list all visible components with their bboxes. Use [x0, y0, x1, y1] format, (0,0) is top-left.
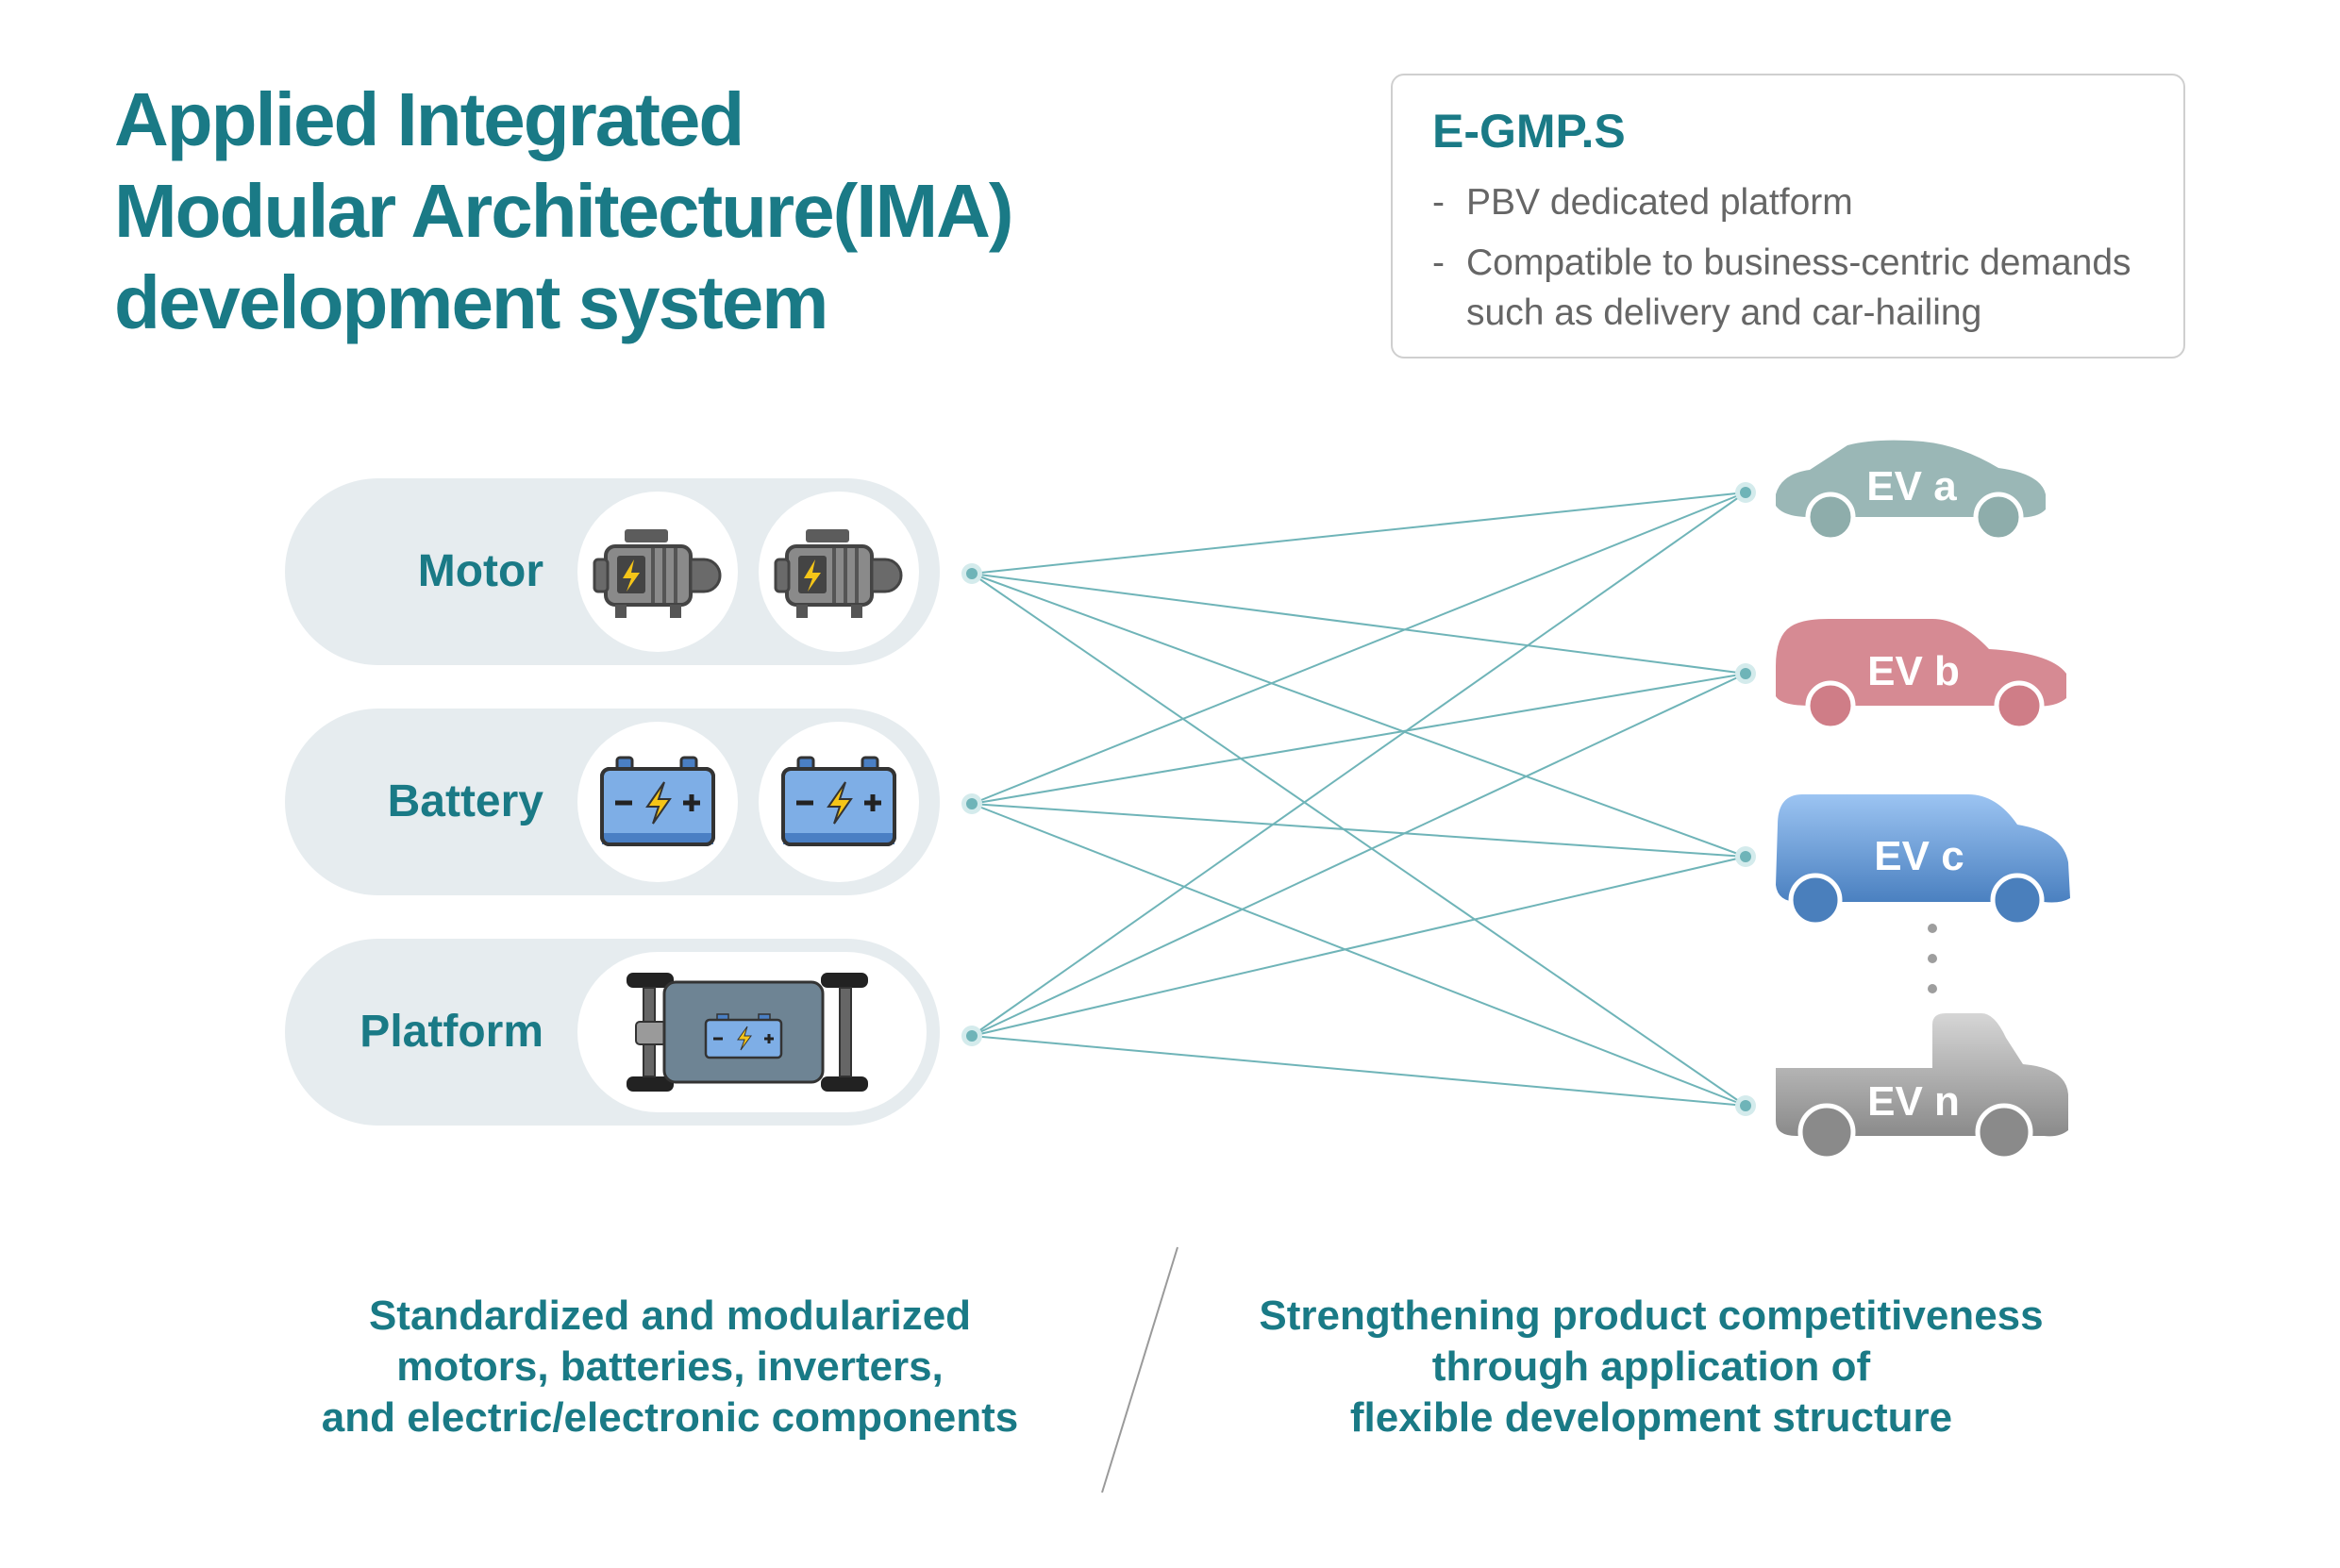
caption-line: flexible development structure: [1349, 1394, 1953, 1441]
title-line: development system: [114, 260, 828, 344]
connection-line: [971, 573, 1747, 858]
caption-line: through application of: [1431, 1343, 1871, 1390]
motor-icon: [759, 492, 919, 652]
caption-line: and electric/electronic components: [321, 1394, 1019, 1441]
connection-line: [971, 803, 1747, 858]
vehicle-node: [1740, 1100, 1751, 1111]
vehicle-label: EV a: [1866, 463, 1957, 509]
module-label: Motor: [417, 546, 543, 596]
caption-vehicles: Strengthening product competitiveness th…: [1227, 1291, 2076, 1443]
caption-modules: Standardized and modularized motors, bat…: [245, 1291, 1095, 1443]
battery-icon: [759, 722, 919, 882]
info-item-text: PBV dedicated platform: [1466, 182, 1853, 223]
bullet-dash: -: [1432, 182, 1445, 223]
platform-info-box: E-GMP.S -PBV dedicated platform -Compati…: [1391, 74, 2185, 359]
sedan-car-icon: EV a: [1776, 440, 2046, 542]
connection-line: [971, 492, 1747, 1037]
connection-line: [971, 492, 1747, 575]
module-pill-platform: Platform: [285, 939, 940, 1126]
info-item: -PBV dedicated platform: [1432, 177, 1853, 227]
caption-line: Standardized and modularized: [368, 1293, 972, 1339]
motor-icon: [577, 492, 738, 652]
vehicle-label: EV b: [1867, 648, 1960, 694]
connection-line: [971, 856, 1747, 1037]
more-vehicles-ellipsis: [1928, 924, 1937, 993]
chassis-platform-icon: [577, 952, 927, 1112]
connection-line: [971, 803, 1747, 1107]
battery-icon: [577, 722, 738, 882]
connection-line: [971, 1035, 1747, 1107]
vehicle-label: EV n: [1867, 1078, 1960, 1125]
vehicle-ev-n: EV n: [1772, 1009, 2074, 1169]
info-item-text: Compatible to business-centric demands: [1466, 242, 2131, 283]
module-label: Platform: [359, 1007, 543, 1057]
vehicle-node: [1740, 668, 1751, 679]
module-node: [966, 798, 978, 809]
connection-line: [971, 573, 1747, 1107]
module-pill-motor: Motor: [285, 478, 940, 665]
vehicle-ev-b: EV b: [1772, 611, 2072, 741]
info-item: -Compatible to business-centric demands s…: [1432, 238, 2131, 338]
info-heading: E-GMP.S: [1432, 105, 1626, 158]
vehicle-ev-c: EV c: [1770, 787, 2081, 933]
module-label: Battery: [387, 776, 543, 826]
page-title: Applied Integrated Modular Architecture(…: [114, 74, 1014, 348]
caption-line: motors, batteries, inverters,: [396, 1343, 944, 1390]
bullet-dash: -: [1432, 242, 1445, 283]
vehicle-ev-a: EV a: [1772, 436, 2055, 554]
title-line: Applied Integrated: [114, 77, 744, 161]
module-pill-battery: Battery: [285, 709, 940, 895]
module-node: [966, 568, 978, 579]
vehicle-node: [1740, 851, 1751, 862]
module-node: [966, 1030, 978, 1042]
info-item-text: such as delivery and car-hailing: [1466, 292, 1982, 333]
suv-car-icon: EV b: [1776, 619, 2066, 731]
vehicle-node: [1740, 487, 1751, 498]
title-line: Modular Architecture(IMA): [114, 169, 1014, 253]
pickup-truck-icon: EV n: [1776, 1013, 2068, 1161]
connection-line: [971, 492, 1747, 805]
vehicle-label: EV c: [1874, 833, 1964, 879]
caption-line: Strengthening product competitiveness: [1259, 1293, 2044, 1339]
connection-line: [971, 573, 1747, 675]
connection-line: [971, 673, 1747, 805]
van-car-icon: EV c: [1776, 794, 2070, 927]
connection-line: [971, 673, 1747, 1037]
